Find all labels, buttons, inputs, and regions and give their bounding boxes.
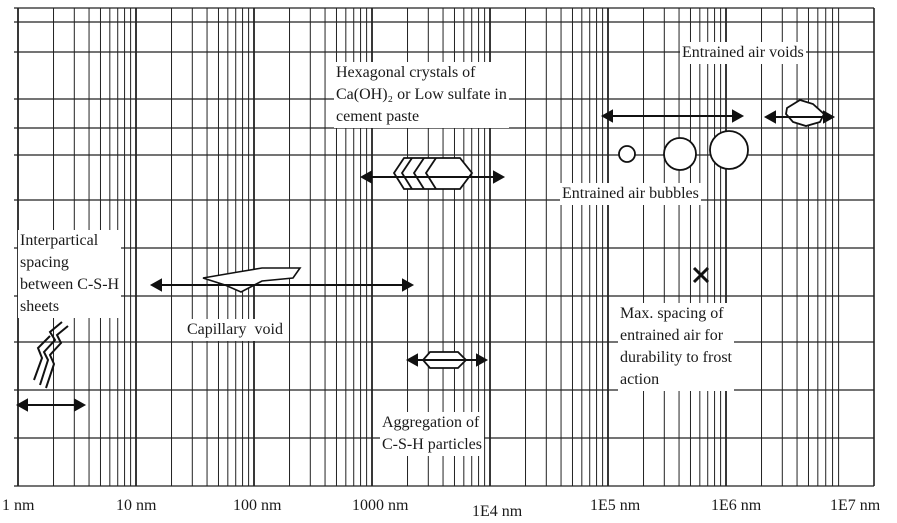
axis-tick-10nm: 10 nm [116, 497, 157, 514]
label-line: sheets [20, 298, 60, 315]
hexagonal-crystals-shape [392, 157, 474, 190]
label-hexagonal-crystals: Hexagonal crystals of Ca(OH)₂ or Low sul… [334, 62, 509, 128]
label-line: entrained air for [620, 327, 724, 344]
label-line: C-S-H particles [382, 436, 482, 453]
label-line: Aggregation of [382, 414, 480, 431]
label-line: Max. spacing of [620, 305, 724, 322]
label-line: between C-S-H [20, 276, 120, 293]
grid-lines [14, 7, 875, 487]
label-entrained-air-voids: Entrained air voids [680, 42, 806, 64]
air-bubbles [618, 130, 749, 171]
label-line: action [620, 371, 660, 388]
axis-tick-1nm: 1 nm [2, 497, 35, 514]
label-aggregation: Aggregation of C-S-H particles [380, 412, 484, 456]
axis-tick-100nm: 100 nm [233, 497, 282, 514]
hexagonal-arrow [359, 170, 506, 184]
capillary-arrow [149, 278, 415, 292]
interparticle-glyph [33, 321, 69, 389]
aggregation-arrow [405, 353, 489, 367]
label-capillary-void: Capillary void [185, 319, 285, 341]
axis-tick-1e6nm: 1E6 nm [711, 497, 762, 514]
label-line: spacing [20, 254, 69, 271]
label-max-spacing: Max. spacing of entrained air for durabi… [618, 303, 734, 391]
capillary-void-shape [202, 267, 302, 293]
label-line: durability to frost [620, 349, 732, 366]
axis-tick-1e4nm: 1E4 nm [472, 503, 523, 520]
axis-tick-1000nm: 1000 nm [352, 497, 409, 514]
axis-tick-1e7nm: 1E7 nm [830, 497, 881, 514]
max-spacing-x-mark [692, 266, 710, 284]
label-line: Interpartical [20, 232, 99, 249]
label-interparticle-spacing: Interpartical spacing between C-S-H shee… [18, 230, 122, 318]
air-void-arrow [763, 110, 836, 124]
label-entrained-air-bubbles: Entrained air bubbles [560, 183, 701, 205]
label-line: cement paste [336, 108, 420, 125]
axis-tick-1e5nm: 1E5 nm [590, 497, 641, 514]
label-line: Hexagonal crystals of [336, 64, 476, 81]
interparticle-arrow [15, 398, 87, 412]
label-line: Ca(OH)₂ or Low sulfate in [336, 86, 507, 103]
entrained-voids-arrow [600, 109, 745, 123]
